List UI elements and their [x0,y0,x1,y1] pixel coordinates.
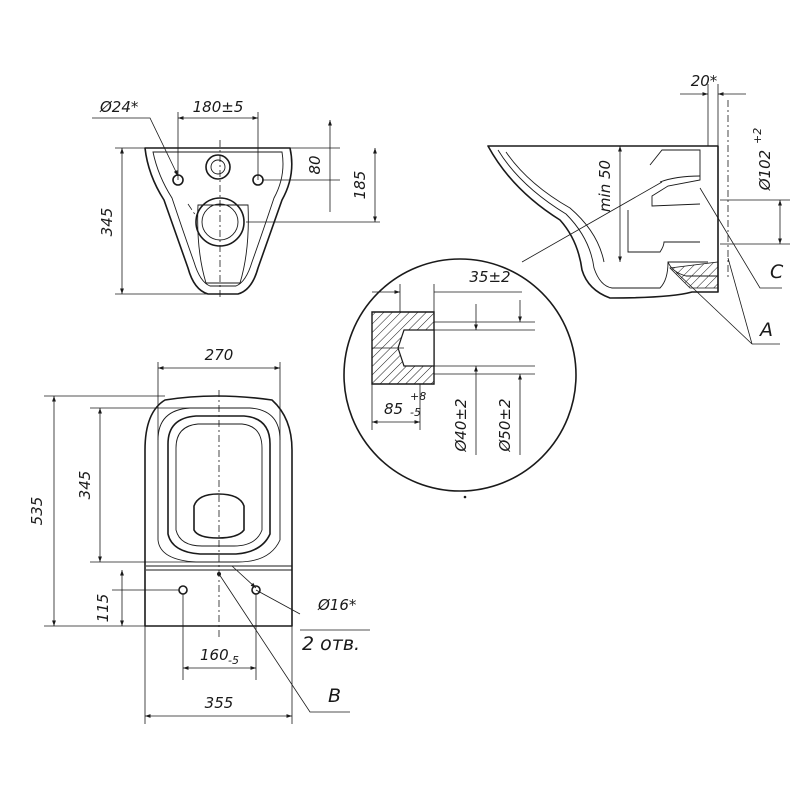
dim-min50: min 50 [596,160,614,212]
label-b: B [328,685,341,707]
dim-d50: Ø50±2 [496,398,514,452]
detail-leader [521,181,663,263]
plan-view-hole-left [178,585,188,595]
plan-view-bowl [167,415,271,555]
front-view: 180±5 Ø24* 80 185 345 [92,98,380,300]
side-view-bowl-inner [497,149,708,289]
dim-85-tol-up: +8 [410,390,426,403]
dim-35: 35±2 [469,268,510,286]
dim-d102-tolerance: +2 [751,128,764,144]
label-a: A [758,319,773,341]
label-c: C [770,261,784,283]
plan-view-rim-outer [157,407,281,563]
dim-345-front: 345 [98,208,116,237]
side-view-outline [487,145,719,299]
dim-85: 85 [384,400,403,418]
side-view: 20* Ø102 +2 min 50 C A [487,72,790,345]
dim-160-tolerance: -5 [228,654,239,667]
dim-85-tol-dn: -5 [410,406,421,419]
dim-270: 270 [205,346,234,364]
dim-d16: Ø16* [317,596,357,614]
dim-185: 185 [351,171,369,200]
front-view-trap-shape [197,204,249,284]
dim-355: 355 [205,694,234,712]
front-view-outline [144,147,293,295]
front-view-flush-inlet [205,154,231,180]
dim-535: 535 [28,497,46,526]
plan-view-outline [144,395,293,627]
dim-160: 160 [200,646,229,664]
plan-view-drain [193,493,245,539]
detail-circle [343,258,577,492]
plan-view: 270 535 345 115 160 -5 355 Ø16* 2 отв. [28,346,370,724]
dim-80: 80 [306,155,324,174]
dim-d102: Ø102 [756,150,774,191]
dim-180: 180±5 [193,98,244,116]
dim-115: 115 [94,594,112,623]
dim-d24: Ø24* [99,98,139,116]
detail-view: 35±2 85 +8 -5 Ø40±2 Ø50±2 [343,181,663,492]
side-view-flush-channel [649,149,701,207]
holes-count: 2 отв. [302,633,360,655]
dim-345-plan: 345 [76,471,94,500]
dim-20: 20* [691,72,718,90]
dim-d40: Ø40±2 [452,398,470,452]
front-view-inner-rim [152,151,284,287]
